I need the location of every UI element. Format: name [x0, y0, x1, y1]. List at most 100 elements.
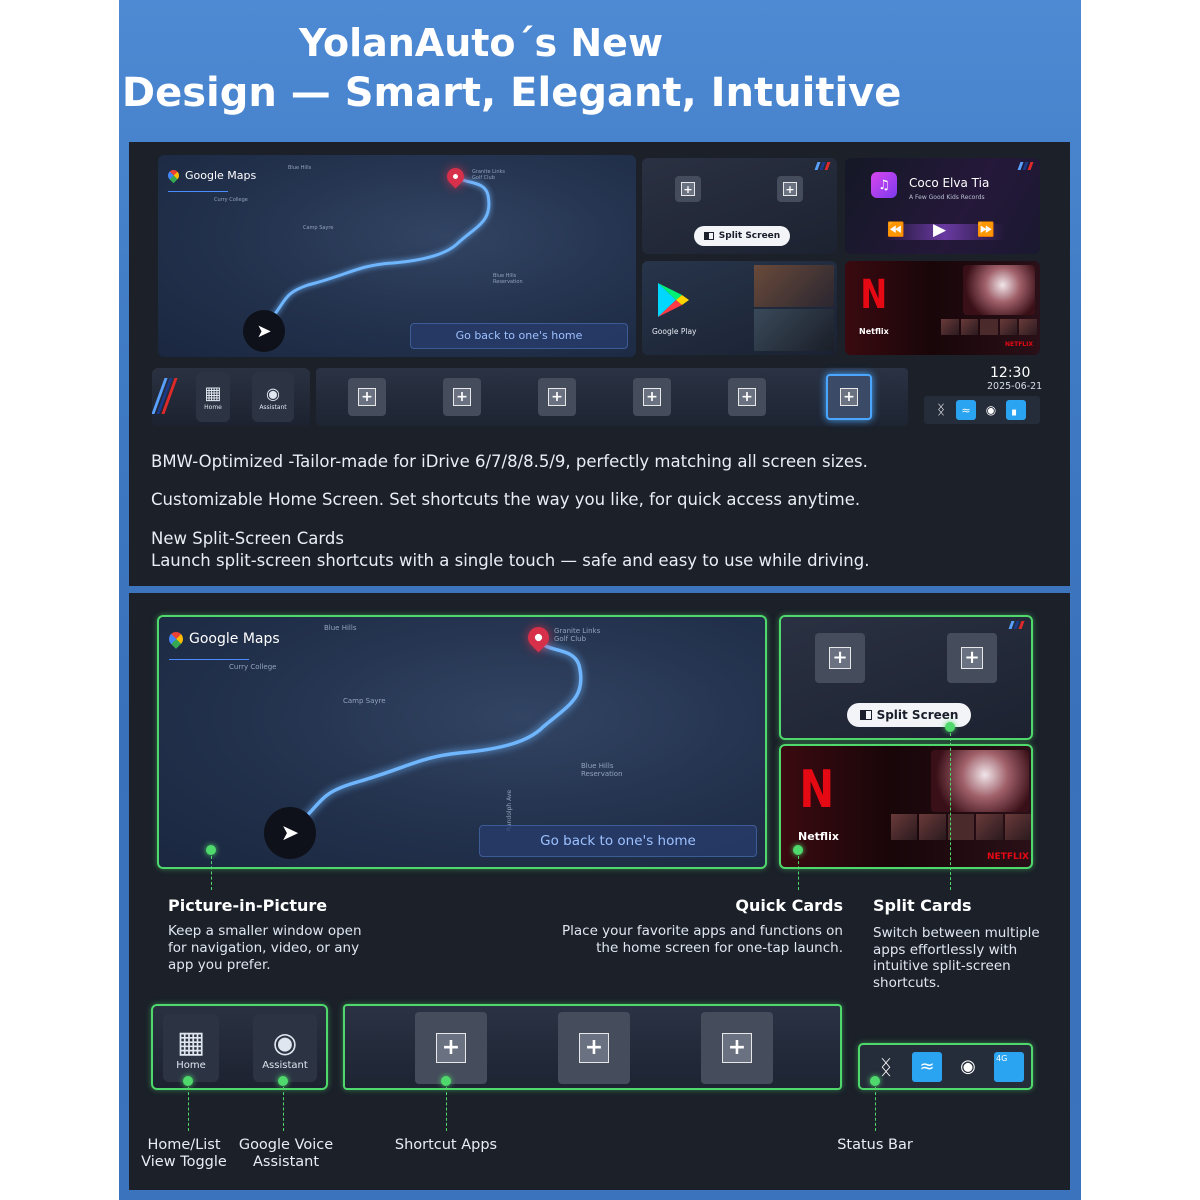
- home-button[interactable]: ▦ Home: [196, 372, 230, 422]
- wifi-icon: ≈: [956, 400, 976, 420]
- previous-track-icon[interactable]: ⏪: [887, 222, 905, 238]
- netflix-label: Netflix: [798, 830, 839, 843]
- bluetooth-icon: ᛝ: [880, 1054, 892, 1079]
- quick-callout-dot: [793, 845, 803, 855]
- split-add-button-right[interactable]: +: [777, 176, 803, 202]
- shortcut-add-button-2[interactable]: +: [558, 1012, 630, 1084]
- shortcut-add-button-1[interactable]: +: [348, 378, 386, 416]
- music-player-card[interactable]: ♫ Coco Elva Tia A Few Good Kids Records …: [845, 158, 1040, 254]
- split-cards-text: Switch between multiple apps effortlessl…: [873, 925, 1040, 991]
- map-place-label: Granite Links Golf Club: [472, 169, 506, 181]
- play-icon[interactable]: ▶: [933, 220, 947, 240]
- status-bar-label: Status Bar: [837, 1137, 913, 1153]
- music-title: Coco Elva Tia: [909, 176, 990, 190]
- google-maps-label: Google Maps: [166, 629, 280, 649]
- netflix-card-small[interactable]: N Netflix NETFLIX: [845, 261, 1040, 355]
- shortcut-add-button-4[interactable]: +: [633, 378, 671, 416]
- netflix-logo-icon: N: [860, 272, 888, 318]
- map-place-label: Camp Sayre: [343, 697, 386, 705]
- location-pin-icon: ◉: [960, 1056, 976, 1077]
- signal-icon: ▖: [1006, 400, 1026, 420]
- map-place-label: Blue Hills Reservation: [581, 762, 623, 778]
- netflix-thumbnails: [941, 319, 1037, 335]
- split-callout-line: [950, 733, 951, 890]
- map-place-label: Blue Hills: [288, 165, 312, 171]
- description-1: BMW-Optimized -Tailor-made for iDrive 6/…: [151, 452, 868, 471]
- map-place-label: Blue Hills: [324, 624, 357, 632]
- netflix-logo-icon: N: [799, 760, 835, 820]
- bmw-stripes-icon: [1017, 162, 1034, 170]
- assistant-label: Assistant: [259, 403, 287, 411]
- map-place-label: Blue Hills Reservation: [493, 273, 523, 285]
- shortcut-add-button-3[interactable]: +: [701, 1012, 773, 1084]
- home-label: Home: [176, 1059, 206, 1071]
- shortcut-add-button-2[interactable]: +: [443, 378, 481, 416]
- next-track-icon[interactable]: ⏩: [977, 222, 995, 238]
- map-card-small[interactable]: Google Maps Blue Hills Curry College Cam…: [158, 155, 636, 357]
- shortcut-add-button-5[interactable]: +: [728, 378, 766, 416]
- quick-callout-line: [798, 856, 799, 890]
- split-screen-card-large[interactable]: + + Split Screen: [779, 615, 1033, 740]
- navigation-arrow-icon[interactable]: ➤: [243, 310, 285, 352]
- pip-text: Keep a smaller window open for navigatio…: [168, 923, 362, 973]
- quick-cards-text: Place your favorite apps and functions o…: [561, 923, 843, 956]
- description-2: Customizable Home Screen. Set shortcuts …: [151, 490, 861, 509]
- split-cards-title: Split Cards: [873, 896, 972, 915]
- shortcut-add-button-1[interactable]: +: [415, 1012, 487, 1084]
- home-list-toggle-label: Home/List View Toggle: [141, 1137, 227, 1170]
- assistant-callout-line: [283, 1087, 284, 1131]
- split-add-button-left[interactable]: +: [675, 176, 701, 202]
- split-screen-card-small[interactable]: + + Split Screen: [642, 158, 837, 254]
- bmw-stripes-icon: [814, 162, 831, 170]
- shortcut-strip-large: + + +: [343, 1004, 842, 1090]
- dock-left-small: ▦ Home ◉ Assistant: [152, 368, 310, 426]
- go-home-label: Go back to one's home: [455, 329, 583, 342]
- shortcut-add-button-3[interactable]: +: [538, 378, 576, 416]
- split-screen-label: Split Screen: [718, 231, 781, 241]
- assistant-button[interactable]: ◉ Assistant: [253, 1014, 317, 1082]
- shortcut-add-button-6[interactable]: +: [826, 374, 872, 420]
- map-place-label: Curry College: [214, 197, 248, 203]
- clock-time: 12:30: [990, 365, 1031, 381]
- music-subtitle: A Few Good Kids Records: [909, 194, 985, 201]
- bluetooth-icon: ᛝ: [937, 402, 945, 418]
- pip-callout-dot: [206, 845, 216, 855]
- map-label-underline: [168, 191, 228, 192]
- netflix-label: Netflix: [859, 327, 889, 336]
- home-button[interactable]: ▦ Home: [163, 1014, 219, 1082]
- go-home-button[interactable]: Go back to one's home: [410, 323, 628, 349]
- go-home-button[interactable]: Go back to one's home: [479, 825, 757, 857]
- google-play-icon: [658, 283, 689, 317]
- map-label-underline: [169, 659, 249, 660]
- netflix-hero-art: [931, 750, 1029, 812]
- location-pin-icon: ◉: [985, 403, 997, 417]
- clock-date: 2025-06-21: [987, 381, 1043, 392]
- netflix-thumbnails: [891, 814, 1031, 840]
- assistant-button[interactable]: ◉ Assistant: [252, 372, 294, 422]
- netflix-wordmark: NETFLIX: [987, 852, 1029, 862]
- description-3-text: Launch split-screen shortcuts with a sin…: [151, 551, 870, 570]
- route-line: [289, 639, 583, 831]
- map-card-large[interactable]: Google Maps Blue Hills Curry College Cam…: [157, 615, 767, 869]
- quick-cards-title: Quick Cards: [735, 896, 843, 915]
- map-place-label: Granite Links Golf Club: [554, 627, 601, 643]
- split-screen-label: Split Screen: [876, 708, 959, 722]
- split-screen-icon: [859, 710, 872, 720]
- split-screen-button[interactable]: Split Screen: [694, 226, 790, 246]
- google-play-card[interactable]: Google Play: [642, 261, 837, 355]
- go-home-label: Go back to one's home: [540, 833, 696, 849]
- shortcut-strip-small: + + + + + +: [316, 368, 908, 426]
- navigation-arrow-icon[interactable]: ➤: [264, 807, 316, 859]
- status-callout-dot: [870, 1076, 880, 1086]
- netflix-hero-art: [963, 265, 1035, 315]
- shortcut-apps-label: Shortcut Apps: [394, 1137, 498, 1153]
- hero-title-line2: UI Design — Smart, Elegant, Intuitive: [60, 70, 902, 116]
- netflix-card-large[interactable]: N Netflix NETFLIX: [779, 744, 1033, 869]
- pip-callout-line: [211, 856, 212, 890]
- netflix-wordmark: NETFLIX: [1005, 341, 1033, 348]
- split-add-button-left[interactable]: +: [815, 633, 865, 683]
- split-screen-icon: [703, 232, 714, 240]
- split-add-button-right[interactable]: +: [947, 633, 997, 683]
- assistant-callout-dot: [278, 1076, 288, 1086]
- assistant-icon: ◉: [266, 383, 280, 403]
